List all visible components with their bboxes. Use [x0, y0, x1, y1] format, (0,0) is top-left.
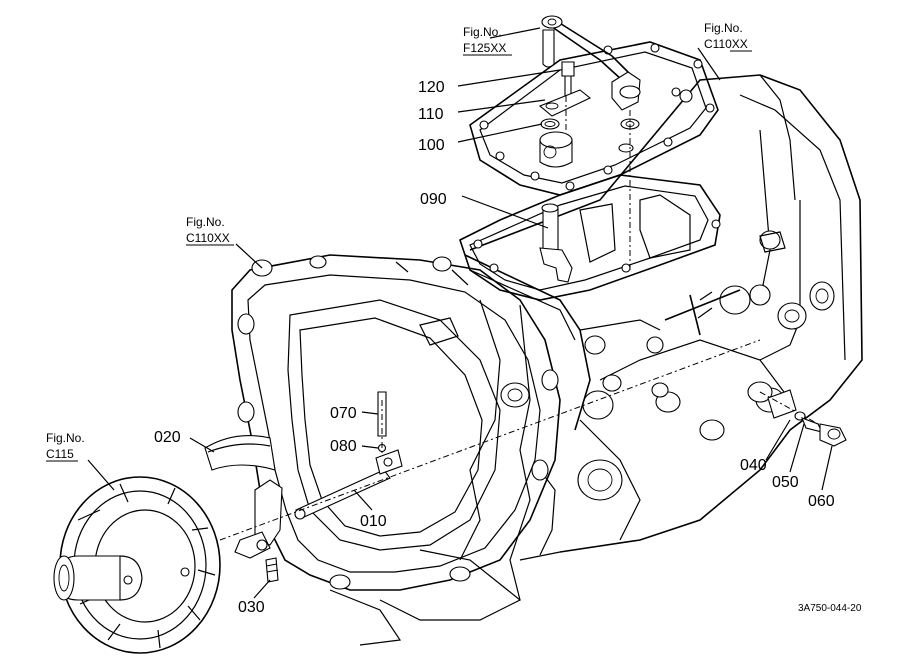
plug-assembly: [759, 389, 847, 447]
part-label-110: 110: [418, 106, 444, 123]
leader-lines: [87, 27, 833, 599]
figure-ref-code: C110XX: [186, 231, 230, 245]
release-shaft-fork: [204, 339, 761, 583]
part-label-010: 010: [360, 513, 387, 530]
clutch-housing: [231, 254, 561, 591]
figure-ref-code: F125XX: [463, 41, 506, 55]
part-label-060: 060: [808, 493, 835, 510]
part-label-090: 090: [420, 191, 447, 208]
gearbox-top-section: [459, 174, 786, 301]
figure-ref-c115: Fig.No. C115: [46, 431, 85, 462]
part-label-040: 040: [740, 457, 767, 474]
transmission-housing: [329, 74, 863, 646]
part-label-070: 070: [330, 405, 357, 422]
figure-ref-prefix: Fig.No.: [46, 431, 85, 445]
figure-ref-prefix: Fig.No.: [704, 21, 743, 35]
top-cover: [469, 41, 719, 196]
figure-ref-c110xx-left: Fig.No. C110XX: [186, 215, 234, 246]
part-label-050: 050: [772, 474, 799, 491]
part-label-100: 100: [418, 137, 445, 154]
figure-ref-code: C110XX: [704, 37, 748, 51]
figure-ref-code: C115: [46, 447, 74, 461]
drawing-code: 3A750-044-20: [798, 603, 862, 614]
figure-ref-prefix: Fig.No.: [186, 215, 225, 229]
figure-ref-c110xx-top: Fig.No. C110XX: [704, 21, 752, 52]
figure-ref-prefix: Fig.No.: [463, 25, 502, 39]
shift-lever-assembly: [538, 15, 641, 270]
part-label-020: 020: [154, 429, 181, 446]
part-label-120: 120: [418, 79, 445, 96]
part-label-080: 080: [330, 438, 357, 455]
figure-ref-f125xx: Fig.No. F125XX: [463, 25, 512, 56]
front-cover-c115: [53, 476, 221, 654]
part-label-030: 030: [238, 599, 265, 616]
